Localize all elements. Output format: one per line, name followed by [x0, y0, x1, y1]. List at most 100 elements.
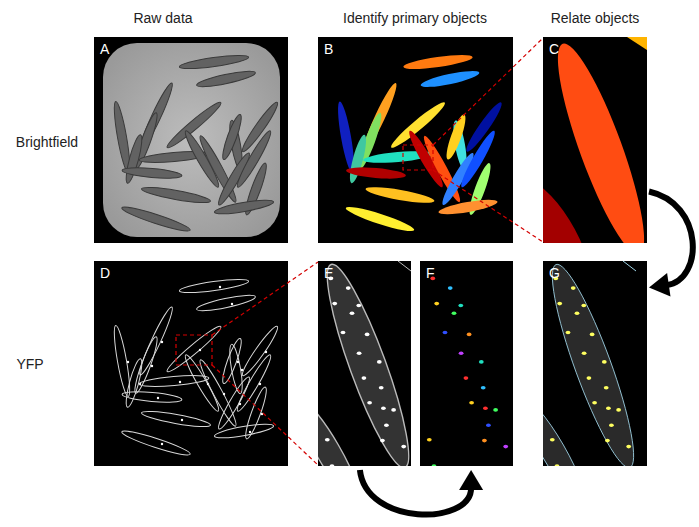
cell [196, 68, 257, 89]
panel-ground [420, 261, 513, 466]
spot [379, 386, 384, 390]
zoom-box [403, 145, 433, 170]
cell [239, 100, 281, 154]
spot [391, 408, 396, 412]
cell-outline [242, 386, 269, 441]
panel-ground [94, 261, 288, 466]
spot [161, 443, 163, 445]
spot [557, 302, 562, 306]
column-header: Relate objects [551, 10, 640, 27]
image-panel: A [94, 37, 288, 243]
cell-outline [227, 344, 245, 395]
spot [605, 439, 610, 443]
zoom-content [318, 261, 411, 466]
spot [249, 431, 251, 433]
arrow-line [649, 192, 693, 286]
panel-letter: C [549, 41, 559, 57]
cell [215, 151, 253, 207]
row-label: Brightfield [16, 134, 78, 151]
spot [325, 438, 330, 442]
cell-object [627, 37, 647, 50]
cell [141, 184, 211, 205]
segmented-cells [335, 52, 505, 235]
spot [609, 424, 614, 428]
zoom-line [433, 38, 543, 145]
cell [122, 166, 183, 180]
cell-object [438, 197, 499, 217]
spot [365, 333, 370, 337]
spot [469, 401, 474, 405]
spot [587, 376, 592, 380]
spot [265, 351, 267, 353]
arrow-head [459, 470, 483, 490]
spot [381, 407, 386, 411]
column-header: Identify primary objects [343, 10, 487, 27]
arrow-line [360, 470, 471, 515]
spot [604, 386, 609, 390]
spot [181, 419, 183, 421]
cell-outline [318, 393, 368, 466]
spot [179, 381, 181, 383]
spot [479, 360, 484, 364]
image-panel: D [94, 261, 288, 466]
spot [493, 408, 498, 412]
zoom-line [433, 170, 543, 242]
image-panel: G [543, 261, 647, 466]
spot [555, 464, 560, 466]
spot [219, 286, 221, 288]
zoom-content [543, 261, 636, 466]
spot [590, 333, 595, 337]
cell-object [443, 113, 469, 162]
cell-outline [623, 261, 636, 271]
process-arrow [649, 192, 693, 297]
panel-letter: B [324, 41, 333, 57]
zoom-line [212, 262, 318, 335]
brightfield-cells [111, 53, 281, 235]
related-objects [513, 258, 647, 509]
cell-object [439, 151, 478, 208]
cell-object [403, 52, 474, 72]
spot [481, 386, 486, 390]
cell [214, 197, 275, 216]
spot [237, 361, 239, 363]
zoomed-cell [543, 37, 647, 243]
spot [581, 304, 586, 308]
spot [616, 408, 621, 412]
spot [602, 360, 607, 364]
cell-object [420, 68, 481, 90]
spot [452, 312, 457, 316]
spot [377, 360, 382, 364]
cell-outline [215, 375, 253, 431]
spot [380, 439, 385, 443]
zoomed-spots [410, 277, 508, 468]
cell-outline [120, 428, 191, 459]
spot [482, 439, 487, 443]
zoom-line [212, 365, 318, 465]
row-label: YFP [16, 356, 43, 373]
cell-outline [398, 261, 411, 271]
image-panel: B [318, 37, 513, 243]
spot [486, 424, 491, 428]
spot [571, 286, 576, 290]
spot [357, 352, 362, 356]
cell [120, 204, 191, 235]
culture-plate [103, 43, 280, 237]
spot [575, 312, 580, 316]
spot [432, 464, 437, 466]
spot [550, 438, 555, 442]
cell-object [344, 203, 416, 235]
spot [458, 304, 463, 308]
panel-letter: F [426, 265, 435, 281]
spot [127, 361, 129, 363]
spot [606, 407, 611, 411]
cell-outline [196, 358, 239, 428]
spot [259, 383, 261, 385]
spot [459, 352, 464, 356]
spot [592, 401, 597, 405]
cell-outline [220, 337, 245, 385]
spot [401, 445, 406, 449]
cell-outline [141, 408, 211, 429]
spot [341, 331, 346, 335]
